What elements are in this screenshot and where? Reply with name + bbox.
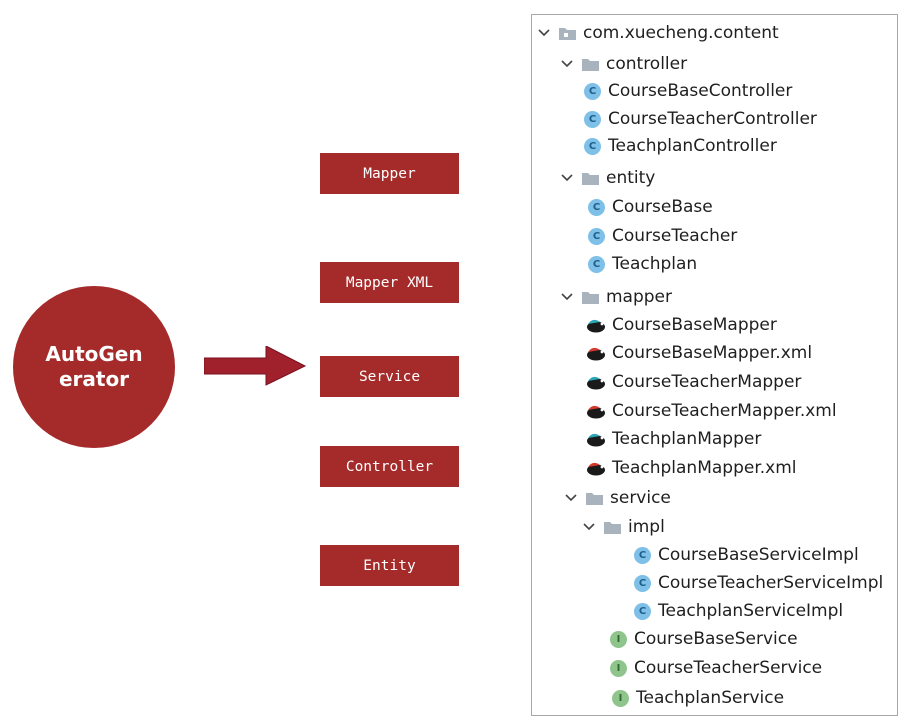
mybatis-xml-icon	[587, 347, 605, 361]
tree-item-mapper-xml[interactable]: CourseTeacherMapper.xml	[585, 399, 837, 423]
folder-icon	[604, 521, 621, 534]
interface-icon: I	[610, 630, 627, 648]
autogenerator-node: AutoGenerator	[13, 286, 175, 448]
output-box-controller: Controller	[320, 446, 459, 487]
autogenerator-label: AutoGenerator	[45, 342, 143, 391]
folder-icon	[582, 291, 599, 304]
tree-item-label: CourseBaseController	[608, 81, 793, 101]
tree-item-label: CourseTeacherMapper.xml	[612, 401, 837, 421]
tree-item-class[interactable]: C CourseBaseServiceImpl	[634, 543, 859, 567]
tree-item-class[interactable]: C CourseTeacherController	[584, 107, 817, 131]
mybatis-mapper-icon	[587, 319, 605, 333]
tree-item-class[interactable]: C CourseTeacherServiceImpl	[634, 571, 883, 595]
tree-item-class[interactable]: C Teachplan	[588, 252, 697, 276]
tree-item-class[interactable]: C CourseBaseController	[584, 79, 792, 103]
project-tree: com.xuecheng.content controller C CourseB…	[531, 14, 898, 716]
tree-item-class[interactable]: C TeachplanController	[584, 134, 777, 158]
tree-item-mapper[interactable]: CourseBaseMapper	[585, 313, 777, 337]
tree-item-label: TeachplanMapper.xml	[612, 458, 797, 478]
folder-label: service	[610, 488, 671, 508]
mybatis-mapper-icon	[587, 433, 605, 447]
class-icon: C	[634, 574, 651, 592]
class-icon: C	[634, 602, 651, 620]
chevron-down-icon[interactable]	[559, 56, 575, 72]
tree-item-label: TeachplanController	[608, 136, 777, 156]
interface-icon: I	[610, 659, 627, 677]
output-label: Controller	[345, 458, 434, 475]
tree-item-mapper-xml[interactable]: CourseBaseMapper.xml	[585, 341, 812, 365]
tree-item-label: CourseBaseServiceImpl	[658, 545, 859, 565]
tree-root[interactable]: com.xuecheng.content	[536, 21, 779, 45]
output-box-mapper: Mapper	[320, 153, 459, 194]
mybatis-xml-icon	[587, 462, 605, 476]
tree-item-label: TeachplanMapper	[612, 429, 762, 449]
mybatis-xml-icon	[587, 405, 605, 419]
tree-item-interface[interactable]: I TeachplanService	[612, 686, 784, 710]
chevron-down-icon[interactable]	[559, 289, 575, 305]
class-icon: C	[588, 198, 605, 216]
output-box-mapper-xml: Mapper XML	[320, 262, 459, 303]
tree-root-label: com.xuecheng.content	[583, 23, 779, 43]
class-icon: C	[584, 82, 601, 100]
tree-item-label: CourseTeacherServiceImpl	[658, 573, 884, 593]
tree-item-class[interactable]: C CourseBase	[588, 195, 713, 219]
tree-item-interface[interactable]: I CourseBaseService	[610, 627, 798, 651]
folder-label: controller	[606, 54, 688, 74]
folder-label: impl	[628, 517, 665, 537]
tree-item-mapper-xml[interactable]: TeachplanMapper.xml	[585, 456, 797, 480]
output-label: Entity	[363, 557, 416, 574]
package-folder-icon	[559, 27, 576, 40]
chevron-down-icon[interactable]	[581, 519, 597, 535]
tree-item-label: TeachplanServiceImpl	[658, 601, 844, 621]
arrow-icon	[204, 346, 307, 386]
tree-item-class[interactable]: C CourseTeacher	[588, 224, 737, 248]
output-box-entity: Entity	[320, 545, 459, 586]
tree-item-label: CourseTeacher	[612, 226, 738, 246]
tree-folder-impl[interactable]: impl	[581, 515, 665, 539]
folder-label: entity	[606, 168, 656, 188]
class-icon: C	[584, 137, 601, 155]
output-label: Mapper XML	[345, 274, 434, 291]
output-label: Mapper	[363, 165, 416, 182]
tree-item-class[interactable]: C TeachplanServiceImpl	[634, 599, 843, 623]
folder-icon	[582, 58, 599, 71]
class-icon: C	[588, 227, 605, 245]
tree-item-label: CourseBase	[612, 197, 713, 217]
tree-item-mapper[interactable]: TeachplanMapper	[585, 427, 761, 451]
chevron-down-icon[interactable]	[559, 170, 575, 186]
folder-icon	[586, 492, 603, 505]
tree-item-interface[interactable]: I CourseTeacherService	[610, 656, 822, 680]
tree-item-mapper[interactable]: CourseTeacherMapper	[585, 370, 801, 394]
tree-folder-entity[interactable]: entity	[559, 166, 655, 190]
output-label: Service	[358, 368, 421, 385]
class-icon: C	[588, 255, 605, 273]
chevron-down-icon[interactable]	[563, 490, 579, 506]
tree-item-label: TeachplanService	[636, 688, 785, 708]
folder-label: mapper	[606, 287, 673, 307]
tree-item-label: CourseTeacherService	[634, 658, 823, 678]
output-box-service: Service	[320, 356, 459, 397]
mybatis-mapper-icon	[587, 376, 605, 390]
tree-item-label: CourseTeacherController	[608, 109, 817, 129]
tree-item-label: CourseBaseMapper	[612, 315, 777, 335]
class-icon: C	[584, 110, 601, 128]
tree-item-label: CourseBaseService	[634, 629, 798, 649]
tree-item-label: Teachplan	[612, 254, 698, 274]
tree-folder-controller[interactable]: controller	[559, 52, 687, 76]
folder-icon	[582, 172, 599, 185]
tree-item-label: CourseTeacherMapper	[612, 372, 802, 392]
interface-icon: I	[612, 689, 629, 707]
tree-folder-mapper[interactable]: mapper	[559, 285, 672, 309]
class-icon: C	[634, 546, 651, 564]
chevron-down-icon[interactable]	[536, 25, 552, 41]
tree-item-label: CourseBaseMapper.xml	[612, 343, 813, 363]
tree-folder-service[interactable]: service	[563, 486, 671, 510]
